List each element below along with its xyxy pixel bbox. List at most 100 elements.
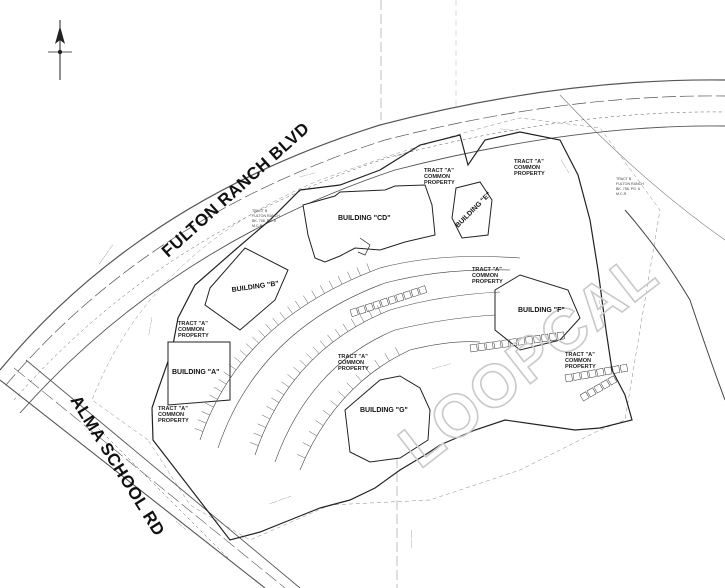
parking-lot — [199, 256, 521, 471]
building-a-label: BUILDING "A" — [172, 369, 219, 376]
parking-stall-box — [533, 334, 542, 344]
parking-stall-line — [308, 431, 317, 437]
parking-stall-line — [395, 347, 400, 356]
parking-stall-line — [374, 359, 380, 368]
tract-a-label-center-east: TRACT "A" COMMON PROPERTY — [472, 267, 503, 285]
svg-text:COMMON: COMMON — [565, 358, 591, 364]
svg-text:~~~~~ ~~: ~~~~~ ~~ — [597, 299, 604, 315]
parking-stall-line — [271, 397, 280, 403]
tract-a-label-north: TRACT "A" COMMON PROPERTY — [424, 168, 455, 186]
parking-stall-line — [364, 366, 371, 375]
svg-text:~~~~~ ~~: ~~~~~ ~~ — [559, 159, 570, 175]
svg-text:PROPERTY: PROPERTY — [514, 171, 545, 177]
tract-a-label-west: TRACT "A" COMMON PROPERTY — [178, 321, 209, 339]
svg-text:BK. 758, PG. 6: BK. 758, PG. 6 — [616, 187, 640, 191]
svg-text:TRACT B: TRACT B — [616, 177, 632, 181]
building-e-footprint — [451, 181, 493, 239]
parking-stall-line — [266, 406, 275, 411]
svg-text:COMMON: COMMON — [158, 412, 184, 418]
parking-stall-line — [322, 410, 331, 416]
parking-stall-line — [377, 305, 382, 314]
tract-b-label-east: TRACT B FULTON RANCH BK. 758, PG. 6 M.C.… — [616, 177, 644, 196]
svg-text:~~~~ ~~: ~~~~ ~~ — [174, 520, 187, 532]
parking-stall-line — [306, 353, 313, 360]
parking-stall-line — [319, 340, 327, 348]
parking-stall-line — [279, 312, 286, 320]
building-g-footprint — [344, 375, 431, 463]
parking-stall-box — [607, 375, 618, 386]
parking-stalls — [194, 263, 400, 459]
parking-stall-line — [258, 330, 266, 338]
building-f-label: BUILDING "F" — [518, 307, 565, 314]
parking-stall-box — [604, 366, 613, 376]
svg-text:PROPERTY: PROPERTY — [178, 333, 209, 339]
parking-stall-box — [517, 337, 526, 346]
parking-stall-line — [338, 391, 346, 398]
svg-text:~~~~~~~~ ~~~: ~~~~~~~~ ~~~ — [98, 244, 115, 266]
svg-text:M.C.R.: M.C.R. — [252, 224, 263, 228]
parking-stall-box — [509, 338, 518, 347]
tract-a-label-center: TRACT "A" COMMON PROPERTY — [338, 354, 369, 372]
parking-stall-line — [384, 353, 390, 362]
parking-stall-box — [525, 336, 534, 345]
svg-text:PROPERTY: PROPERTY — [472, 279, 503, 285]
parking-stall-box — [564, 373, 573, 383]
setback-line — [91, 117, 661, 541]
parking-stall-box — [586, 387, 597, 398]
building-b-footprint — [204, 247, 289, 331]
parking-stall-line — [223, 371, 232, 378]
parking-stall-line — [351, 318, 356, 327]
parking-stall-line — [366, 263, 371, 272]
parking-stall-box — [548, 332, 557, 342]
parking-stall-box — [485, 341, 494, 350]
svg-text:FULTON RANCH: FULTON RANCH — [252, 214, 280, 218]
svg-text:COMMON: COMMON — [514, 165, 540, 171]
svg-text:TRACT "A": TRACT "A" — [338, 354, 368, 360]
parking-stall-line — [205, 402, 214, 408]
parking-stall-line — [287, 374, 295, 381]
svg-text:TRACT "A": TRACT "A" — [514, 159, 544, 165]
north-arrow-icon — [48, 20, 72, 80]
svg-text:TRACT "A": TRACT "A" — [472, 267, 502, 273]
building-cd-label: BUILDING "CD" — [338, 215, 391, 222]
building-cd-footprint — [302, 184, 436, 263]
property-boundary — [151, 131, 633, 541]
parking-stall-line — [209, 394, 218, 400]
parking-stall-box — [611, 365, 621, 374]
parking-stall-box — [372, 300, 382, 310]
parking-stall-line — [293, 366, 301, 374]
parking-stall-line — [218, 379, 227, 385]
parking-stall-line — [287, 306, 293, 314]
parking-stall-box — [588, 369, 597, 379]
parking-stall-box — [579, 391, 590, 402]
building-a-footprint — [167, 341, 231, 406]
alma-school-rd-road — [0, 359, 301, 588]
svg-text:COMMON: COMMON — [178, 327, 204, 333]
parking-stall-box — [501, 339, 510, 348]
svg-text:FULTON RANCH: FULTON RANCH — [616, 182, 644, 186]
parking-stall-box — [593, 383, 604, 394]
svg-text:~~~~ ~~~: ~~~~ ~~~ — [299, 171, 315, 179]
parking-stall-line — [249, 442, 259, 446]
parking-stall-line — [257, 423, 266, 428]
building-g-label: BUILDING "G" — [360, 407, 408, 414]
parking-stall-line — [252, 336, 259, 344]
parking-stall-box — [380, 297, 390, 308]
parking-stall-box — [469, 343, 478, 353]
parking-stall-line — [234, 357, 242, 364]
parking-stall-line — [315, 420, 324, 426]
parking-stall-box — [357, 305, 367, 315]
parking-stall-box — [395, 292, 405, 303]
parking-stall-line — [295, 300, 301, 309]
parking-stall-line — [272, 317, 279, 326]
svg-text:~~~~ ~~~~: ~~~~ ~~~~ — [147, 317, 154, 335]
parking-stall-box — [349, 307, 359, 317]
svg-text:M.C.R.: M.C.R. — [616, 192, 627, 196]
parking-stall-box — [493, 340, 502, 349]
svg-text:TRACT B: TRACT B — [252, 209, 268, 213]
rear-boundary-line — [624, 209, 725, 401]
tract-b-label-north: TRACT B FULTON RANCH BK. 758, PG. 6 M.C.… — [252, 209, 280, 228]
parking-stall-line — [330, 400, 338, 407]
parking-stall-box — [556, 331, 565, 340]
